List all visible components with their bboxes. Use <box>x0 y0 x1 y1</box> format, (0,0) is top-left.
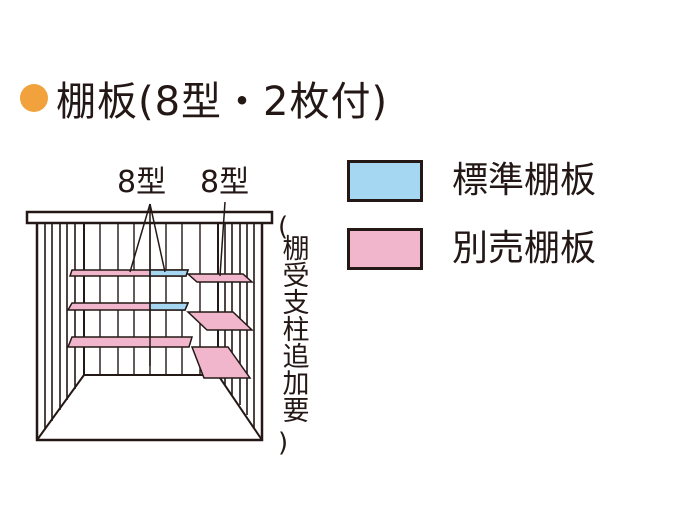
title: 棚板(8型・2枚付) <box>20 68 388 128</box>
legend-swatch-optional <box>347 228 423 270</box>
title-text: 棚板(8型・2枚付) <box>56 79 389 125</box>
callout-leader-4 <box>219 201 226 277</box>
callout-label-left: 8型 <box>117 165 167 200</box>
shelf-bottom-optional-right <box>190 346 252 379</box>
left-wall-ribs <box>44 223 76 430</box>
floor-line-right <box>217 374 263 441</box>
callout-label-right: 8型 <box>200 165 250 200</box>
callout-leader-2 <box>149 203 166 273</box>
shelf-support-note: ( 棚受支柱追加要 ) <box>270 214 314 456</box>
orange-bullet-icon <box>20 84 48 112</box>
shelf-top-standard <box>149 269 190 277</box>
note-close-paren: ) <box>278 428 289 458</box>
shed-back-wall <box>83 223 219 376</box>
note-open-paren: ( <box>278 212 289 242</box>
legend-label-optional: 別売棚板 <box>452 228 597 269</box>
shed-frame <box>35 223 264 442</box>
legend-swatch-standard <box>347 160 423 202</box>
shelf-bottom-optional-left <box>66 336 194 348</box>
note-text: 棚受支柱追加要 <box>277 234 309 423</box>
legend-label-standard: 標準棚板 <box>452 160 597 201</box>
shelf-top-optional-right <box>186 273 254 283</box>
shelf-middle-standard <box>149 302 190 311</box>
shelf-middle-optional-right <box>186 311 254 331</box>
callout-leader-1 <box>129 203 151 273</box>
